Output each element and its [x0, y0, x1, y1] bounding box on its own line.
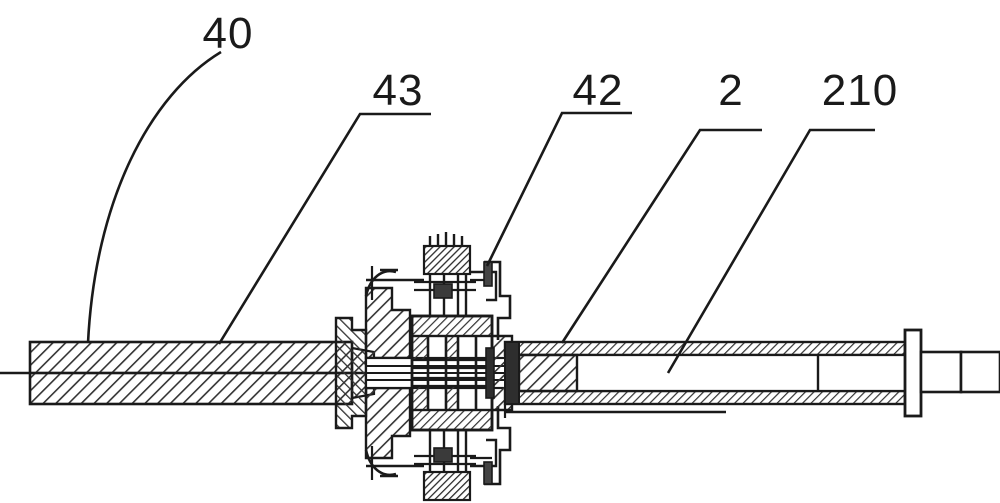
ref-label-43: 43: [373, 66, 424, 115]
lower-threaded-fastener: [414, 430, 476, 502]
hub-body: [364, 286, 412, 460]
center-coupling-assembly: [334, 232, 514, 502]
left-hatched-shaft: [28, 340, 376, 406]
retaining-collar-left: [334, 316, 368, 430]
lower-shroud: [364, 438, 498, 480]
leader-210: [666, 128, 875, 374]
leader-43: [217, 112, 431, 345]
ref-label-2: 2: [718, 66, 743, 115]
ref-label-40: 40: [203, 9, 254, 58]
outer-tube: [503, 340, 907, 418]
ref-label-42: 42: [573, 66, 624, 115]
tube-internal-plug: [517, 353, 579, 393]
reference-leaders: [86, 50, 875, 374]
upper-threaded-fastener: [414, 232, 476, 316]
reference-numerals: 40 43 42 2 210: [203, 9, 898, 115]
end-flange: [903, 328, 923, 418]
tube-wall-lower: [503, 389, 907, 406]
leader-42: [485, 111, 632, 267]
tube-wall-upper: [503, 340, 907, 357]
leader-40: [86, 50, 222, 344]
ref-label-210: 210: [822, 66, 898, 115]
tube-left-endcap: [504, 341, 520, 405]
leader-2: [560, 128, 762, 344]
stepped-end-tip: [919, 350, 1000, 394]
